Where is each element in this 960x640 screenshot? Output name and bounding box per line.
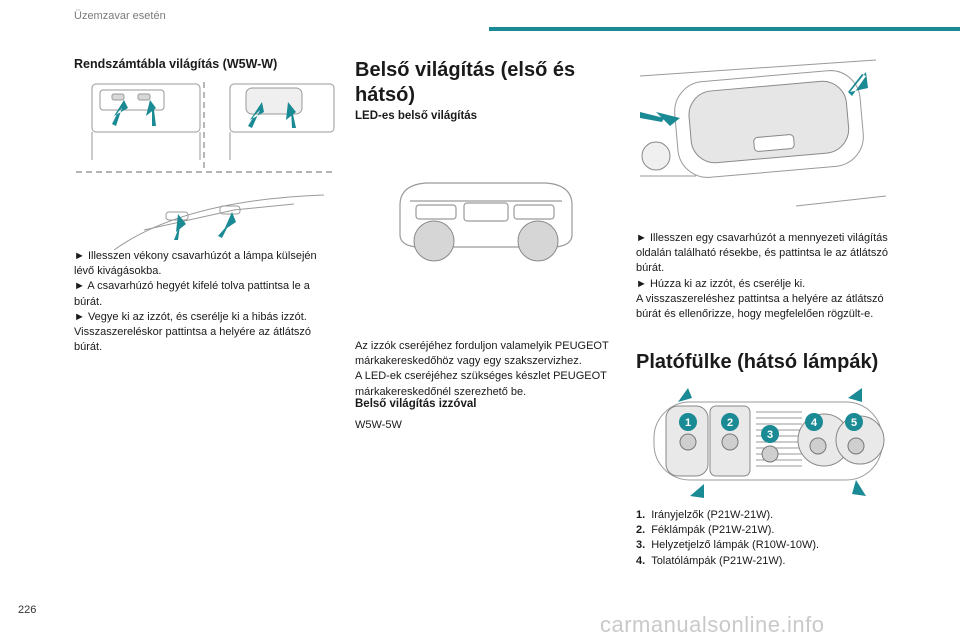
badge-2: 2 (727, 417, 733, 429)
license-plate-steps: ► Illesszen vékony csavarhúzót a lámpa k… (74, 249, 336, 355)
legend-number: 1. (636, 509, 646, 521)
legend-item-1: 1. Irányjelzők (P21W-21W). (636, 508, 898, 523)
license-plate-illustration (74, 80, 336, 265)
page-number: 226 (18, 604, 37, 616)
step-2: ► A csavarhúzó hegyét kifelé tolva patti… (74, 280, 310, 308)
interior-light-heading: Belső világítás (első és hátsó) (355, 59, 576, 106)
led-service-paragraph-2: A LED-ek cseréjéhez szükséges készlet PE… (355, 370, 607, 398)
watermark: carmanualsonline.info (600, 612, 825, 637)
badge-5: 5 (851, 417, 857, 429)
dome-light-removal-illustration (636, 56, 886, 221)
led-service-paragraph-1: Az izzók cseréjéhez forduljon valamelyik… (355, 340, 609, 368)
rear-lamps-heading: Platófülke (hátsó lámpák) (636, 351, 879, 373)
legend-text: Tolatólámpák (P21W-21W). (651, 554, 786, 567)
badge-4: 4 (811, 417, 818, 429)
legend-text: Féklámpák (P21W-21W). (651, 524, 775, 537)
badge-1: 1 (685, 417, 691, 429)
step-3: ► Vegye ki az izzót, és cserélje ki a hi… (74, 310, 312, 354)
bulb-type-label: W5W-5W (355, 419, 402, 431)
legend-number: 2. (636, 524, 646, 537)
legend-text: Helyzetjelző lámpák (R10W-10W). (651, 539, 820, 552)
running-header: Üzemzavar esetén (74, 10, 166, 22)
step-1: ► Illesszen vékony csavarhúzót a lámpa k… (74, 250, 317, 278)
led-dome-light-illustration (396, 175, 576, 267)
step-2: ► Húzza ki az izzót, és cserélje ki. (636, 277, 806, 290)
header-accent-bar (489, 27, 960, 31)
license-plate-heading: Rendszámtábla világítás (W5W-W) (74, 57, 278, 71)
legend-item-2: 2. Féklámpák (P21W-21W). (636, 523, 898, 538)
legend-number: 4. (636, 554, 646, 567)
rear-lamp-cluster-illustration: 1 2 3 4 5 (648, 388, 888, 508)
legend-text: Irányjelzők (P21W-21W). (651, 509, 774, 521)
led-service-text: Az izzók cseréjéhez forduljon valamelyik… (355, 339, 613, 400)
bulb-interior-subheading: Belső világítás izzóval (355, 398, 477, 410)
led-interior-subheading: LED-es belső világítás (355, 110, 478, 122)
rear-lamp-legend: 1. Irányjelzők (P21W-21W). 2. Féklámpák (P… (636, 508, 898, 569)
dome-light-steps: ► Illesszen egy csavarhúzót a mennyezeti… (636, 231, 898, 322)
legend-number: 3. (636, 539, 646, 552)
badge-3: 3 (767, 429, 773, 441)
step-1: ► Illesszen egy csavarhúzót a mennyezeti… (636, 232, 888, 275)
legend-item-3: 3. Helyzetjelző lámpák (R10W-10W). (636, 538, 898, 553)
step-3: A visszaszereléshez pattintsa a helyére … (636, 292, 884, 321)
legend-item-4: 4. Tolatólámpák (P21W-21W). (636, 554, 898, 569)
